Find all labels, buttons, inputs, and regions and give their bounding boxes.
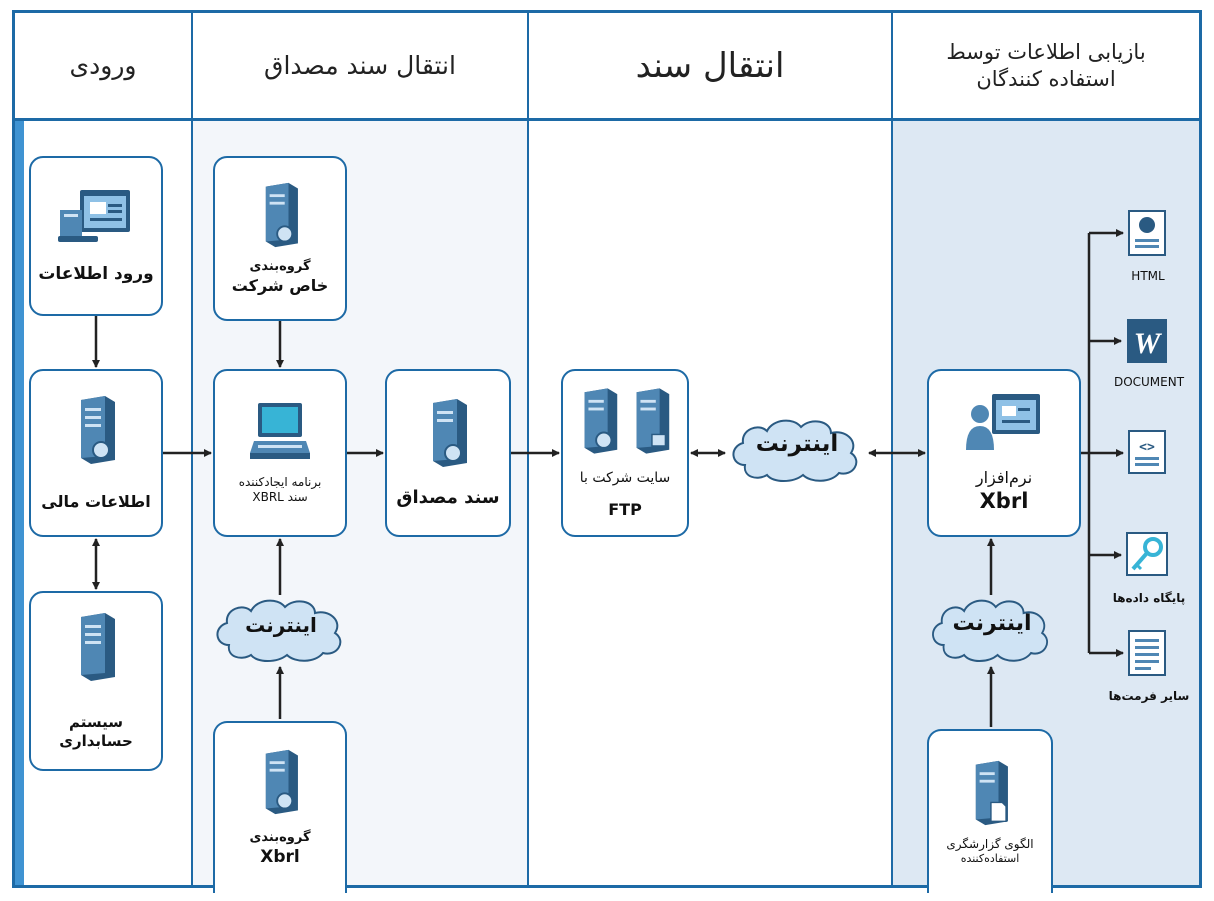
node-user-template: الگوی گزارشگری استفاده‌کننده — [927, 729, 1053, 893]
database-key-icon — [1126, 532, 1168, 576]
svg-text:W: W — [1134, 327, 1163, 360]
node-label: Xbrl — [979, 488, 1029, 513]
node-xbrl-software: نرم‌افزار Xbrl — [927, 369, 1081, 537]
node-label: نرم‌افزار — [975, 467, 1033, 487]
cloud-label: اینترنت — [952, 611, 1032, 636]
svg-text:<>: <> — [1139, 440, 1155, 455]
computer-icon — [250, 403, 310, 459]
node-label: Xbrl — [260, 846, 300, 867]
node-data-entry: ورود اطلاعات — [29, 156, 163, 316]
output-label-database: پایگاه داده‌ها — [1112, 591, 1186, 605]
cloud-internet-transfer: اینترنت — [727, 413, 867, 485]
cloud-icon — [732, 419, 858, 482]
lane-title-verified: انتقال سند مصداق — [264, 51, 456, 80]
server-icon — [636, 388, 670, 454]
user-software-icon — [966, 393, 1040, 450]
lane-separator — [191, 13, 193, 885]
node-label: الگوی گزارشگری — [946, 836, 1034, 851]
node-label: خاص شرکت — [231, 275, 329, 295]
cloud-label: اینترنت — [245, 613, 317, 637]
node-label: سند مصداق — [396, 486, 500, 508]
node-financial-info: اطلاعات مالی — [29, 369, 163, 537]
node-label: ورود اطلاعات — [38, 264, 154, 285]
left-accent-bar — [15, 121, 24, 885]
node-xbrl-creator: برنامه ایجادکننده سند XBRL — [213, 369, 347, 537]
html-page-icon — [1128, 210, 1166, 256]
lane-header-verified: انتقال سند مصداق — [193, 13, 527, 121]
screen-icon — [58, 190, 130, 243]
node-label: سایت شرکت با — [579, 470, 671, 487]
output-label-document: DOCUMENT — [1113, 375, 1185, 389]
node-label: استفاده‌کننده — [960, 851, 1020, 865]
node-label: سند XBRL — [252, 490, 308, 504]
output-label-other-formats: سایر فرمت‌ها — [1108, 689, 1190, 703]
node-accounting-system: سیستم حسابداری — [29, 591, 163, 771]
server-icon — [265, 183, 298, 248]
lane-title-input: ورودی — [69, 51, 137, 80]
text-document-icon — [1128, 630, 1166, 676]
server-icon — [81, 613, 115, 682]
node-label: سیستم حسابداری — [59, 713, 133, 750]
lane-header-retrieval: بازیابی اطلاعات توسط استفاده کنندگان — [893, 13, 1199, 121]
lane-title-retrieval-line2: استفاده کنندگان — [976, 66, 1116, 91]
lane-separator — [527, 13, 529, 885]
node-verified-doc: سند مصداق — [385, 369, 511, 537]
server-icon — [81, 396, 115, 464]
server-icon — [265, 750, 298, 815]
node-label: برنامه ایجادکننده — [238, 475, 322, 489]
lane-header-input: ورودی — [15, 13, 191, 121]
cloud-icon — [216, 599, 342, 662]
node-xbrl-grouping: گروه‌بندی Xbrl — [213, 721, 347, 893]
output-label-html: HTML — [1131, 269, 1165, 283]
diagram-frame: ورودی انتقال سند مصداق انتقال سند بازیاب… — [12, 10, 1202, 893]
cloud-icon — [932, 599, 1048, 662]
server-icon — [584, 388, 618, 454]
cloud-label: اینترنت — [755, 431, 839, 457]
xml-code-icon: <> — [1128, 430, 1166, 474]
node-company-grouping: گروه‌بندی خاص شرکت — [213, 156, 347, 321]
node-label: گروه‌بندی — [249, 259, 311, 275]
server-document-icon — [975, 760, 1008, 825]
lane-header-transfer: انتقال سند — [529, 13, 891, 121]
lane-title-retrieval-line1: بازیابی اطلاعات توسط — [946, 40, 1146, 65]
node-label: گروه‌بندی — [249, 830, 311, 846]
server-icon — [433, 398, 467, 467]
word-document-icon: W — [1127, 319, 1167, 363]
node-label: اطلاعات مالی — [41, 492, 151, 511]
connectors — [92, 229, 1124, 727]
server-pair — [575, 386, 675, 456]
cloud-internet-retrieval: اینترنت — [927, 593, 1057, 665]
lane-title-transfer: انتقال سند — [635, 45, 785, 86]
cloud-internet-verified: اینترنت — [211, 593, 351, 665]
node-label: FTP — [608, 499, 642, 519]
node-company-site: سایت شرکت با FTP — [561, 369, 689, 537]
